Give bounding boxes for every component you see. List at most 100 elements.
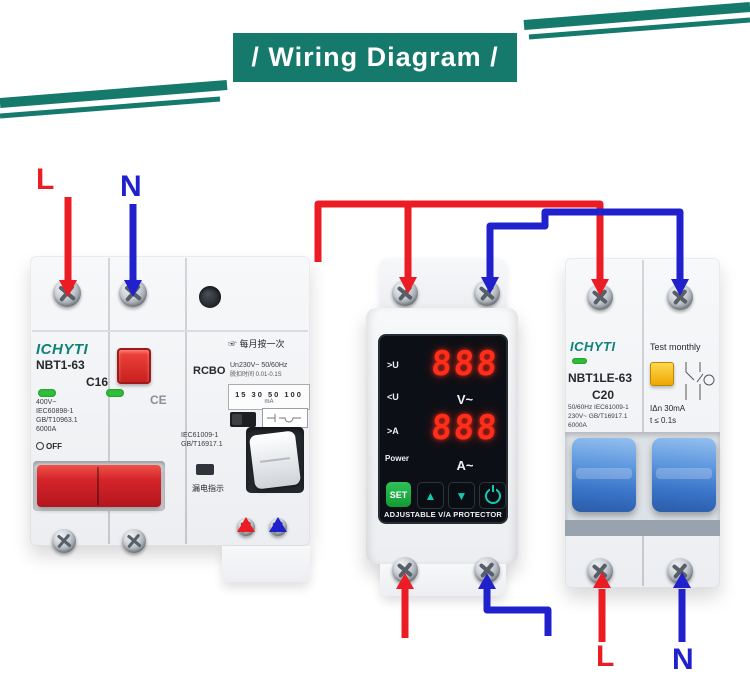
handle-recess [33,461,165,511]
header-stripe-right-thick [523,2,750,30]
power-button [479,482,506,509]
label-live-top: L [36,163,55,196]
trip-time-label: 脱扣时间 0.01-0.1S [230,372,282,378]
schematic-icon [262,408,308,428]
terminal-screw [587,558,613,584]
header-stripe-right-thin [528,17,750,40]
standard-3: IEC61009-1 [181,432,219,439]
test-button-red [117,348,151,384]
overcurrent-indicator: >A [387,426,399,436]
main-switch-handle-red [37,465,161,507]
status-led [106,389,124,397]
power-indicator: Power [385,454,410,463]
ma-unit: mA [264,398,274,405]
protector-top-cap [380,258,506,312]
ma-values: 15 30 50 100 [235,389,303,399]
din-rail-band [565,520,720,536]
undervoltage-indicator: <U [387,392,399,402]
voltage-spec: 400V~ [36,399,57,406]
breaking-capacity: 6000A [568,422,587,429]
volts-display: 888 [429,344,501,384]
power-icon [484,487,501,504]
leakage-window [196,464,214,475]
breaking-capacity: 6000A [36,426,57,433]
protector-bottom-cap [380,557,506,596]
rocker-switch [248,430,302,490]
page-title: / Wiring Diagram / [251,42,499,72]
brand-logo: ICHYTI [36,341,89,358]
brand-logo: ICHYTI [570,339,616,354]
volts-unit: V~ [456,392,474,407]
test-button-yellow [650,362,674,386]
terminal-screw [119,279,147,307]
terminal-screw [269,518,287,536]
terminal-screw [392,557,418,583]
terminal-screw [52,529,76,553]
handle-stripe [656,468,712,479]
standard-2: GB/T10963.1 [36,417,78,424]
standard-1: IEC60898-1 [36,408,74,415]
label-neutral-bottom: N [672,643,694,676]
left-breaker-extension [222,546,310,582]
right-breaker-device: ICHYTI Test monthly NBT1LE-63 C20 50/60H… [565,258,720,588]
schematic-drawing [685,362,715,400]
set-button: SET [386,482,411,507]
header-stripe-left-thin [0,96,221,119]
press-monthly-text: 每月按一次 [239,339,285,349]
off-label-row: OFF [36,442,62,451]
leakage-current-label: IΔn 30mA [650,404,686,413]
switch-handle-blue [652,438,716,512]
header-banner: / Wiring Diagram / [233,33,517,82]
protector-device: >U <U >A Power 888 V~ 888 A~ SET ▲ ▼ ADJ… [366,308,518,564]
amps-unit: A~ [456,458,474,473]
header-stripe-left-thick [0,80,228,108]
spec-1: 50/60Hz IEC61009-1 [568,404,629,411]
spec-2: 230V~ GB/T16917.1 [568,413,628,420]
switch-handle-blue [572,438,636,512]
handle-seam [97,467,99,505]
ma-selector: 15 30 50 100 mA [228,384,310,410]
slide-switch-knob [232,414,242,425]
rocker-recess [246,427,304,493]
amps-display: 888 [429,408,501,448]
display-panel: >U <U >A Power 888 V~ 888 A~ SET ▲ ▼ ADJ… [378,334,508,524]
overvoltage-indicator: >U [387,360,399,370]
panel-footer: ADJUSTABLE V/A PROTECTOR [383,510,502,519]
off-indicator-icon [36,442,44,450]
terminal-screw [237,518,255,536]
module-seam [642,260,644,586]
model-label: NBT1-63 [36,358,85,372]
mounting-hole [199,286,221,308]
schematic-drawing [267,414,301,423]
rcbo-label: RCBO [193,365,226,377]
un-rating-label: Un230V~ 50/60Hz [230,362,288,369]
status-led [572,358,587,364]
terminal-screw [667,558,693,584]
up-button: ▲ [417,482,444,509]
terminal-screw [667,284,693,310]
schematic-icon [678,358,718,404]
leakage-label: 漏电指示 [192,484,224,493]
test-monthly-label: Test monthly [650,342,701,352]
label-neutral-top: N [120,170,142,203]
status-led [38,389,56,397]
terminal-screw [53,279,81,307]
model-label: NBT1LE-63 [568,371,633,385]
rocker-groove [259,457,291,463]
left-breaker-device: ICHYTI NBT1-63 C16 400V~ IEC60898-1 GB/T… [30,256,310,553]
panel-seam [32,330,308,332]
terminal-screw [122,529,146,553]
terminal-screw [587,284,613,310]
rating-label: C20 [591,388,614,402]
terminal-screw [474,280,500,306]
sensitivity-slide-switch [230,412,256,427]
handle-stripe [576,468,632,479]
terminal-screw [392,280,418,306]
press-monthly-label: ☞ 每月按一次 [228,339,285,349]
ce-mark: CE [150,393,167,407]
terminal-screw [474,557,500,583]
standard-4: GB/T16917.1 [181,441,223,448]
label-live-bottom: L [596,640,615,673]
